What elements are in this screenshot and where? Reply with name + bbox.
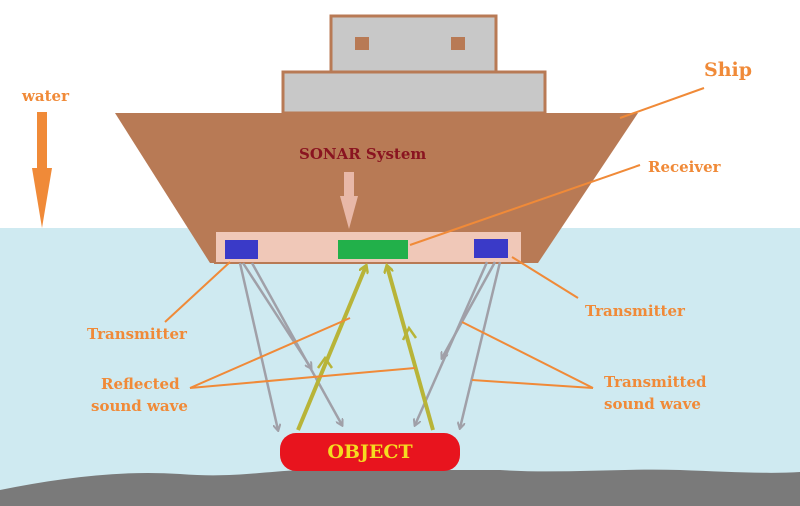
reflected-leader-2 [189,367,416,389]
reflected-label-line1: Reflected [101,375,180,393]
object-body [280,433,460,471]
reflected-label-line2: sound wave [91,397,188,415]
receiver-leader [409,164,641,246]
transmitted-label-line1: Transmitted [604,373,707,391]
ship-hull [115,113,638,263]
transmitter-left-box [225,240,258,259]
reflected-arrow-mark-left [316,355,334,369]
sonar-arrow-shaft [344,172,354,200]
transmitted-wave-right-3 [442,261,497,358]
reflected-leader-1 [189,317,351,389]
transmitted-wave-left-1 [238,262,278,430]
ship-label: Ship [704,59,752,81]
water-label: water [21,87,70,105]
receiver-label: Receiver [648,158,722,176]
transmitted-label-line2: sound wave [604,395,701,413]
cabin-window-right [451,37,465,50]
ship-cabin-lower [281,70,547,115]
reflected-wave-right [387,266,435,431]
reflected-arrow-mark-right [401,325,418,341]
ship-leader [619,87,705,119]
transmitted-wave-right-1 [460,261,502,428]
water-arrow-head [32,168,52,228]
transmitted-leader-2 [471,379,594,389]
seabed [0,469,800,506]
transmitter-left-label: Transmitter [87,325,188,343]
transmitter-right-box [474,239,508,258]
cabin-window-left [355,37,369,50]
sonar-arrow-head [340,196,358,229]
transmitter-right-label: Transmitter [585,302,686,320]
water-arrow-shaft [37,112,47,174]
reflected-wave-left [296,266,366,431]
transmitted-wave-left-3 [241,262,311,368]
transmitted-wave-left-2 [250,262,342,425]
sonar-system-label: SONAR System [299,145,426,163]
transmitter-right-leader [511,256,579,299]
object-label: OBJECT [327,441,412,463]
transmitter-left-leader [164,261,231,323]
transmitted-leader-1 [461,321,594,389]
receiver-box [338,240,408,259]
